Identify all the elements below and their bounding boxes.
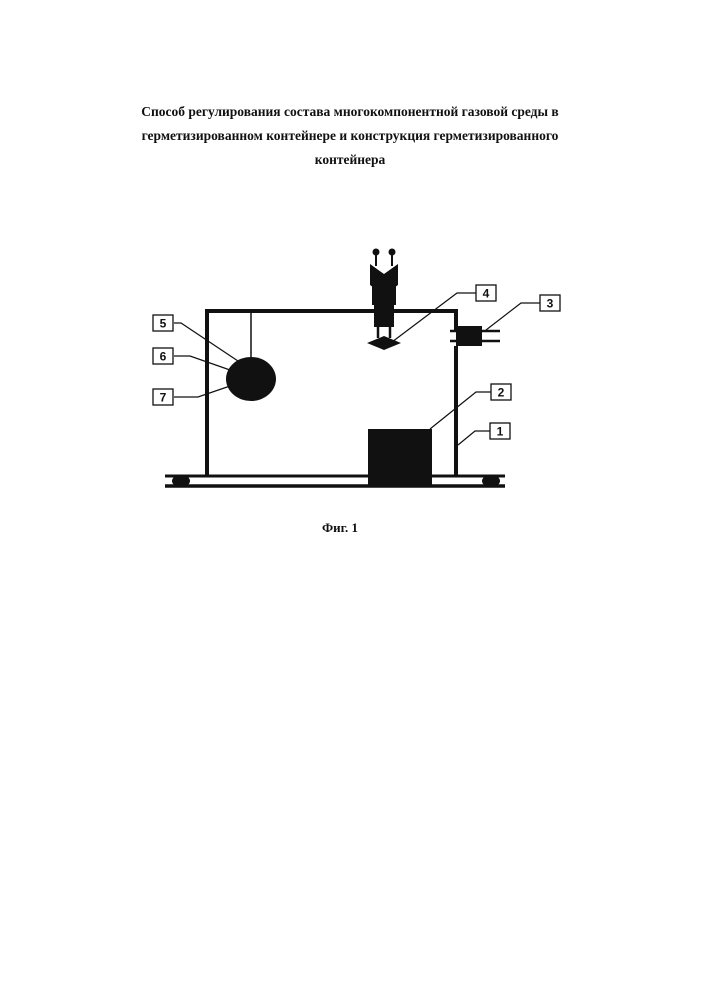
callout-4-label: 4 [483,287,490,301]
suspended-bag [226,311,276,401]
callout-6: 6 [153,348,173,364]
leader-lines [174,293,540,445]
callout-5-label: 5 [160,317,167,331]
product-block [368,429,432,486]
figure-caption: Фиг. 1 [310,520,370,536]
callout-3: 3 [540,295,560,311]
callout-7: 7 [153,389,173,405]
callout-1-label: 1 [497,425,504,439]
callout-6-label: 6 [160,350,167,364]
callout-5: 5 [153,315,173,331]
callout-2: 2 [491,384,511,400]
callout-4: 4 [476,285,496,301]
callout-7-label: 7 [160,391,167,405]
callout-3-label: 3 [547,297,554,311]
base-platform [165,476,505,486]
top-sensor-assembly [367,249,401,351]
left-roller [172,475,190,487]
wall-valve [450,326,500,346]
callout-2-label: 2 [498,386,505,400]
right-roller [482,475,500,487]
callout-1: 1 [490,423,510,439]
